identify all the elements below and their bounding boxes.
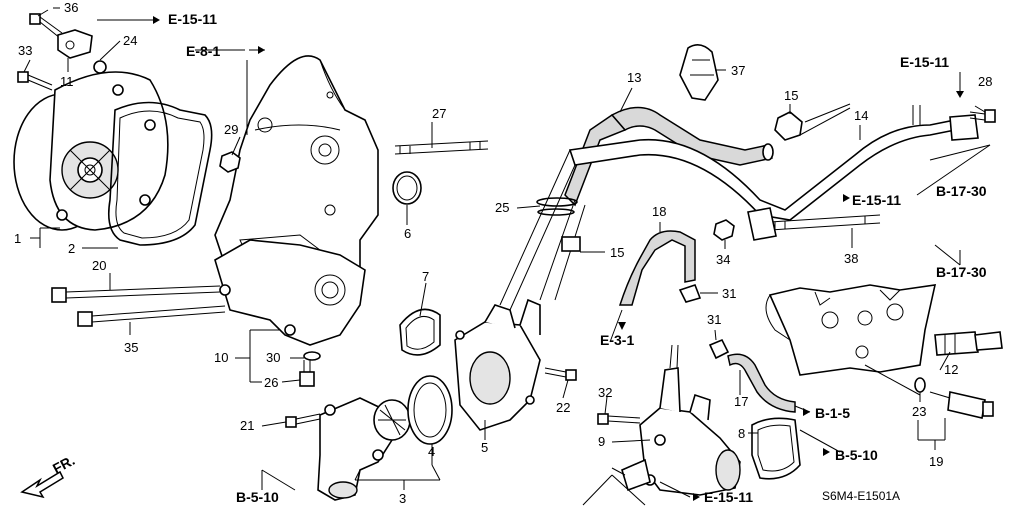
- gasket-7-drawing: [399, 308, 441, 356]
- pipe-13-drawing: [539, 106, 774, 301]
- water-passage-drawing: [214, 239, 366, 346]
- nut-29-drawing: [219, 151, 241, 173]
- callout-32: 32: [598, 385, 612, 400]
- direction-label: FR.: [50, 452, 77, 477]
- callout-8: 8: [738, 426, 745, 441]
- water-outlet-drawing: [454, 298, 541, 431]
- engine-block-drawing: [765, 284, 937, 376]
- callout-25: 25: [495, 200, 509, 215]
- ref-e1511-right: E-15-11: [900, 54, 949, 70]
- water-pump-drawing: [13, 71, 169, 231]
- callout-14: 14: [854, 108, 868, 123]
- callout-20: 20: [92, 258, 106, 273]
- sensor-12-drawing: [934, 331, 1003, 356]
- bolt-33-drawing: [17, 71, 53, 91]
- reference-arrowheads: [153, 16, 964, 501]
- callout-23: 23: [912, 404, 926, 419]
- ref-e1511-mid: E-15-11: [852, 192, 901, 208]
- sensor-19-drawing: [929, 391, 994, 419]
- clip-15b-drawing: [561, 236, 581, 252]
- callout-18: 18: [652, 204, 666, 219]
- gasket-8-drawing: [751, 417, 801, 480]
- callout-36: 36: [64, 0, 78, 15]
- stud-27-drawing: [394, 140, 489, 155]
- callout-34: 34: [716, 252, 730, 267]
- ref-e81: E-8-1: [186, 43, 220, 59]
- callout-10: 10: [214, 350, 228, 365]
- callout-7: 7: [422, 269, 429, 284]
- bolt-26-drawing: [299, 360, 315, 387]
- ref-e31: E-3-1: [600, 332, 634, 348]
- ref-b1730-mid: B-17-30: [936, 264, 987, 280]
- clip-37-drawing: [679, 44, 719, 101]
- callout-17: 17: [734, 394, 748, 409]
- pipe-14-drawing: [499, 105, 979, 311]
- callout-33: 33: [18, 43, 32, 58]
- callout-15a: 15: [784, 88, 798, 103]
- nut-34-drawing: [713, 219, 735, 241]
- callout-27: 27: [432, 106, 446, 121]
- stud-38-drawing: [747, 207, 881, 241]
- washer-30-drawing: [303, 351, 321, 361]
- thermostat-gasket-drawing: [407, 375, 453, 445]
- callout-19: 19: [929, 454, 943, 469]
- callout-13: 13: [627, 70, 641, 85]
- callout-31b: 31: [707, 312, 721, 327]
- callout-38: 38: [844, 251, 858, 266]
- callout-35: 35: [124, 340, 138, 355]
- bolt-20-drawing: [51, 285, 221, 303]
- callout-12: 12: [944, 362, 958, 377]
- water-passage-9-drawing: [621, 344, 741, 496]
- clamp-31a-drawing: [678, 283, 702, 303]
- thermostat-drawing: [373, 399, 411, 441]
- bolt-28-drawing: [969, 109, 996, 123]
- o-ring-25-drawing: [536, 197, 578, 207]
- hose-17-drawing: [727, 353, 796, 413]
- callout-labels: 36 24 33 11 29 27 6 1 2 20 35 10 30 26 2…: [14, 0, 992, 506]
- callout-11: 11: [60, 74, 74, 89]
- ref-e1511-bottom: E-15-11: [704, 489, 753, 505]
- bolt-32-drawing: [597, 413, 641, 425]
- bolt-22-drawing: [544, 367, 577, 381]
- washer-23-drawing: [914, 377, 926, 393]
- ref-b510-left: B-5-10: [236, 489, 279, 505]
- callout-9: 9: [598, 434, 605, 449]
- ref-b15: B-1-5: [815, 405, 850, 421]
- ref-e1511-top: E-15-11: [168, 11, 217, 27]
- clamp-31b-drawing: [708, 338, 730, 360]
- o-ring-24-drawing: [93, 60, 107, 74]
- callout-2: 2: [68, 241, 75, 256]
- pump-gasket-drawing: [107, 101, 213, 246]
- callout-28: 28: [978, 74, 992, 89]
- clip-15a-drawing: [774, 111, 803, 141]
- fitting-11-drawing: [57, 29, 93, 59]
- callout-4: 4: [428, 444, 435, 459]
- bolt-21-drawing: [285, 413, 321, 428]
- leader-lines: [23, 7, 991, 506]
- ref-b1730-top: B-17-30: [936, 183, 987, 199]
- callout-29: 29: [224, 122, 238, 137]
- hose-18-drawing: [618, 230, 696, 306]
- callout-3: 3: [399, 491, 406, 506]
- callout-37: 37: [731, 63, 745, 78]
- ref-b510-right: B-5-10: [835, 447, 878, 463]
- callout-30: 30: [266, 350, 280, 365]
- callout-21: 21: [240, 418, 254, 433]
- reference-labels: E-15-11 E-8-1 E-15-11 E-15-11 B-17-30 B-…: [168, 11, 987, 505]
- bolt-36-drawing: [29, 13, 63, 39]
- callout-6: 6: [404, 226, 411, 241]
- bolt-35-drawing: [77, 305, 226, 327]
- front-direction-arrow: FR.: [20, 452, 77, 499]
- callout-22: 22: [556, 400, 570, 415]
- callout-1: 1: [14, 231, 21, 246]
- callout-5: 5: [481, 440, 488, 455]
- callout-24: 24: [123, 33, 137, 48]
- diagram-code: S6M4-E1501A: [822, 489, 900, 503]
- callout-31a: 31: [722, 286, 736, 301]
- callout-15b: 15: [610, 245, 624, 260]
- callout-26: 26: [264, 375, 278, 390]
